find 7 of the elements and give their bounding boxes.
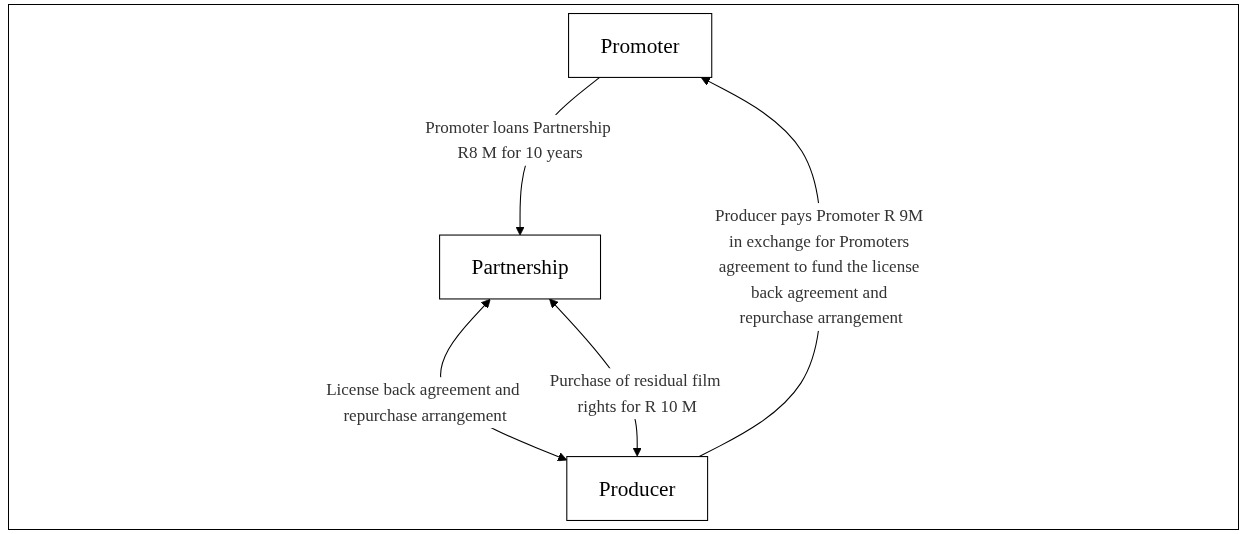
edge-label: Promoter loans Partnership R8 M for 10 years bbox=[425, 117, 612, 162]
node-box: Producer bbox=[566, 456, 709, 521]
node-box: Promoter bbox=[568, 13, 713, 78]
edge-label: Producer pays Promoter R 9M in exchange for Promoters agreement to fund the license back agreement and repurchase arrangement bbox=[715, 206, 924, 327]
node-box: Partnership bbox=[439, 234, 602, 300]
edge-label: Purchase of residual film rights for R 10 M bbox=[550, 371, 721, 416]
edge-label: License back agreement and repurchase arrangement bbox=[326, 380, 521, 424]
